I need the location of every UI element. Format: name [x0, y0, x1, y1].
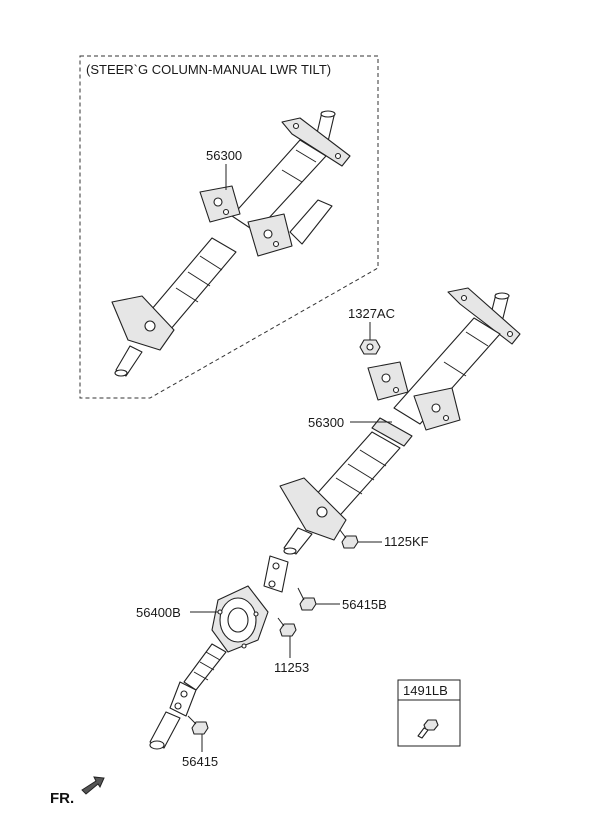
- bolt-11253: [277, 617, 297, 637]
- label-column: 56300: [308, 415, 344, 430]
- front-arrow-icon: [81, 776, 105, 795]
- label-bolt-cover: 11253: [274, 660, 309, 675]
- nut-1327ac: [359, 339, 381, 355]
- legend-box-label: 1491LB: [403, 683, 448, 698]
- screw-icon: [417, 719, 439, 739]
- main-steering-column-drawing: [279, 287, 521, 555]
- bolt-56415b: [297, 587, 317, 611]
- label-nut: 1327AC: [348, 306, 395, 321]
- bolt-56415: [187, 715, 209, 735]
- universal-joint-56400b: [149, 555, 289, 750]
- inset-group: (STEER`G COLUMN-MANUAL LWR TILT): [79, 55, 379, 399]
- label-bolt-bracket: 1125KF: [384, 534, 429, 549]
- front-direction-indicator: FR.: [50, 776, 105, 807]
- inset-title: (STEER`G COLUMN-MANUAL LWR TILT): [86, 62, 331, 77]
- label-bolt-upper: 56415B: [342, 597, 387, 612]
- legend-box: 1491LB: [397, 679, 461, 747]
- bolt-1125kf: [339, 529, 359, 549]
- label-joint: 56400B: [136, 605, 181, 620]
- inset-dashed-border: [79, 55, 379, 399]
- inset-steering-column-drawing: [111, 110, 351, 377]
- label-inset-column: 56300: [206, 148, 242, 163]
- front-direction-label: FR.: [50, 790, 74, 807]
- label-bolt-lower: 56415: [182, 754, 218, 769]
